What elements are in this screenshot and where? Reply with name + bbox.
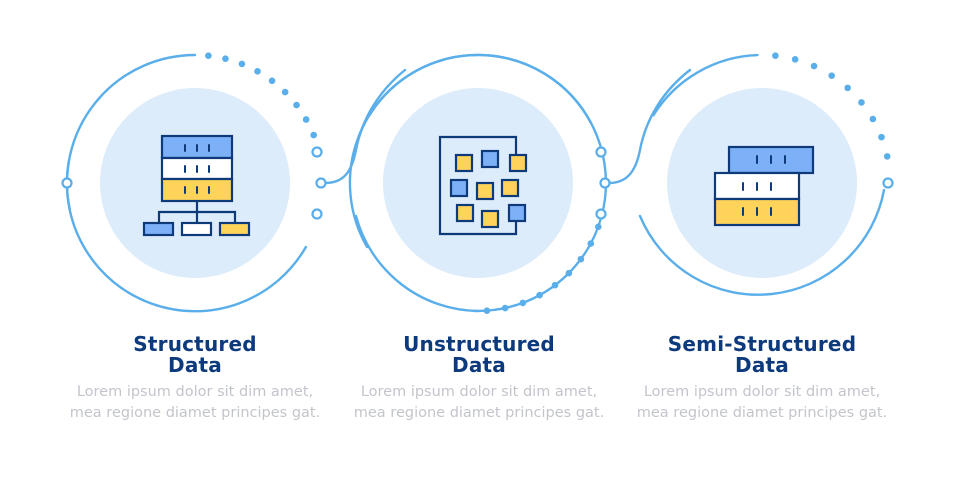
ring-dot [869,115,877,123]
ring-node [61,177,73,189]
ring-arc [652,53,759,117]
ring-node [315,177,327,189]
ring-dot [858,99,865,106]
ring-node [311,208,323,220]
step-title: Unstructured Data [349,334,609,376]
icon-block [480,149,500,169]
ring-dot [268,77,276,85]
step-title-line2: Data [735,353,789,377]
icon-block [508,153,528,173]
step-title-line2: Data [452,353,506,377]
connector-curve [323,68,407,185]
ring-dot [878,133,885,141]
ring-dot [577,255,585,263]
step-title-line1: Unstructured [403,332,555,356]
ring-dot [501,304,509,312]
ring-node [882,177,894,189]
ring-dot [293,101,300,109]
icon-block [500,178,520,198]
icon-wire [438,135,518,236]
step-description: Lorem ipsum dolor sit dim amet, mea regi… [69,384,321,421]
step-description: Lorem ipsum dolor sit dim amet, mea regi… [636,384,888,421]
ring-dot [883,153,891,160]
step-title: Structured Data [65,334,325,376]
icon-block [475,181,495,201]
step-title: Semi-Structured Data [632,334,892,376]
icon-block [454,153,474,173]
step-title-line1: Semi-Structured [667,332,857,356]
icon-block [480,209,500,229]
ring-dot [844,84,851,92]
ring-node [311,146,323,158]
ring-dot [281,88,289,96]
ring-dot [310,131,317,139]
ring-dot [828,72,836,79]
ring-dot [551,281,559,289]
step-title-line1: Structured [133,332,257,356]
ring-dot [222,55,229,62]
step-caption-semi-structured: Semi-Structured Data Lorem ipsum dolor s… [632,334,892,424]
step-caption-structured: Structured Data Lorem ipsum dolor sit di… [65,334,325,424]
icon-block [455,203,475,223]
icon-block [449,178,469,198]
ring-dot [519,299,527,307]
connector-curve [607,68,692,185]
database-hierarchy-icon [142,134,251,237]
icon-block [180,221,213,237]
ring-dot [254,68,261,75]
ring-node [595,146,607,158]
icon-block [218,221,251,237]
ring-dot [205,52,212,60]
ring-dot [772,52,779,60]
connector-rings [61,52,894,314]
ring-dot [587,240,595,247]
ring-dot [302,116,310,123]
ring-node [599,177,611,189]
ring-dot [791,56,799,63]
ring-dot [483,307,491,314]
ring-arc [65,159,308,313]
ring-dot [810,62,818,70]
ring-dot [594,223,602,231]
ring-node [595,208,607,220]
step-title-line2: Data [168,353,222,377]
step-caption-unstructured: Unstructured Data Lorem ipsum dolor sit … [349,334,609,424]
ring-arc [354,214,480,313]
step-description: Lorem ipsum dolor sit dim amet, mea regi… [353,384,605,421]
scattered-blocks-document-icon [438,135,528,236]
ring-arc [638,188,886,296]
stacked-layers-icon [713,145,815,227]
icon-block [507,203,527,223]
ring-dot [565,269,573,277]
ring-dot [536,291,543,299]
icon-block [142,221,175,237]
ring-dot [238,60,246,68]
